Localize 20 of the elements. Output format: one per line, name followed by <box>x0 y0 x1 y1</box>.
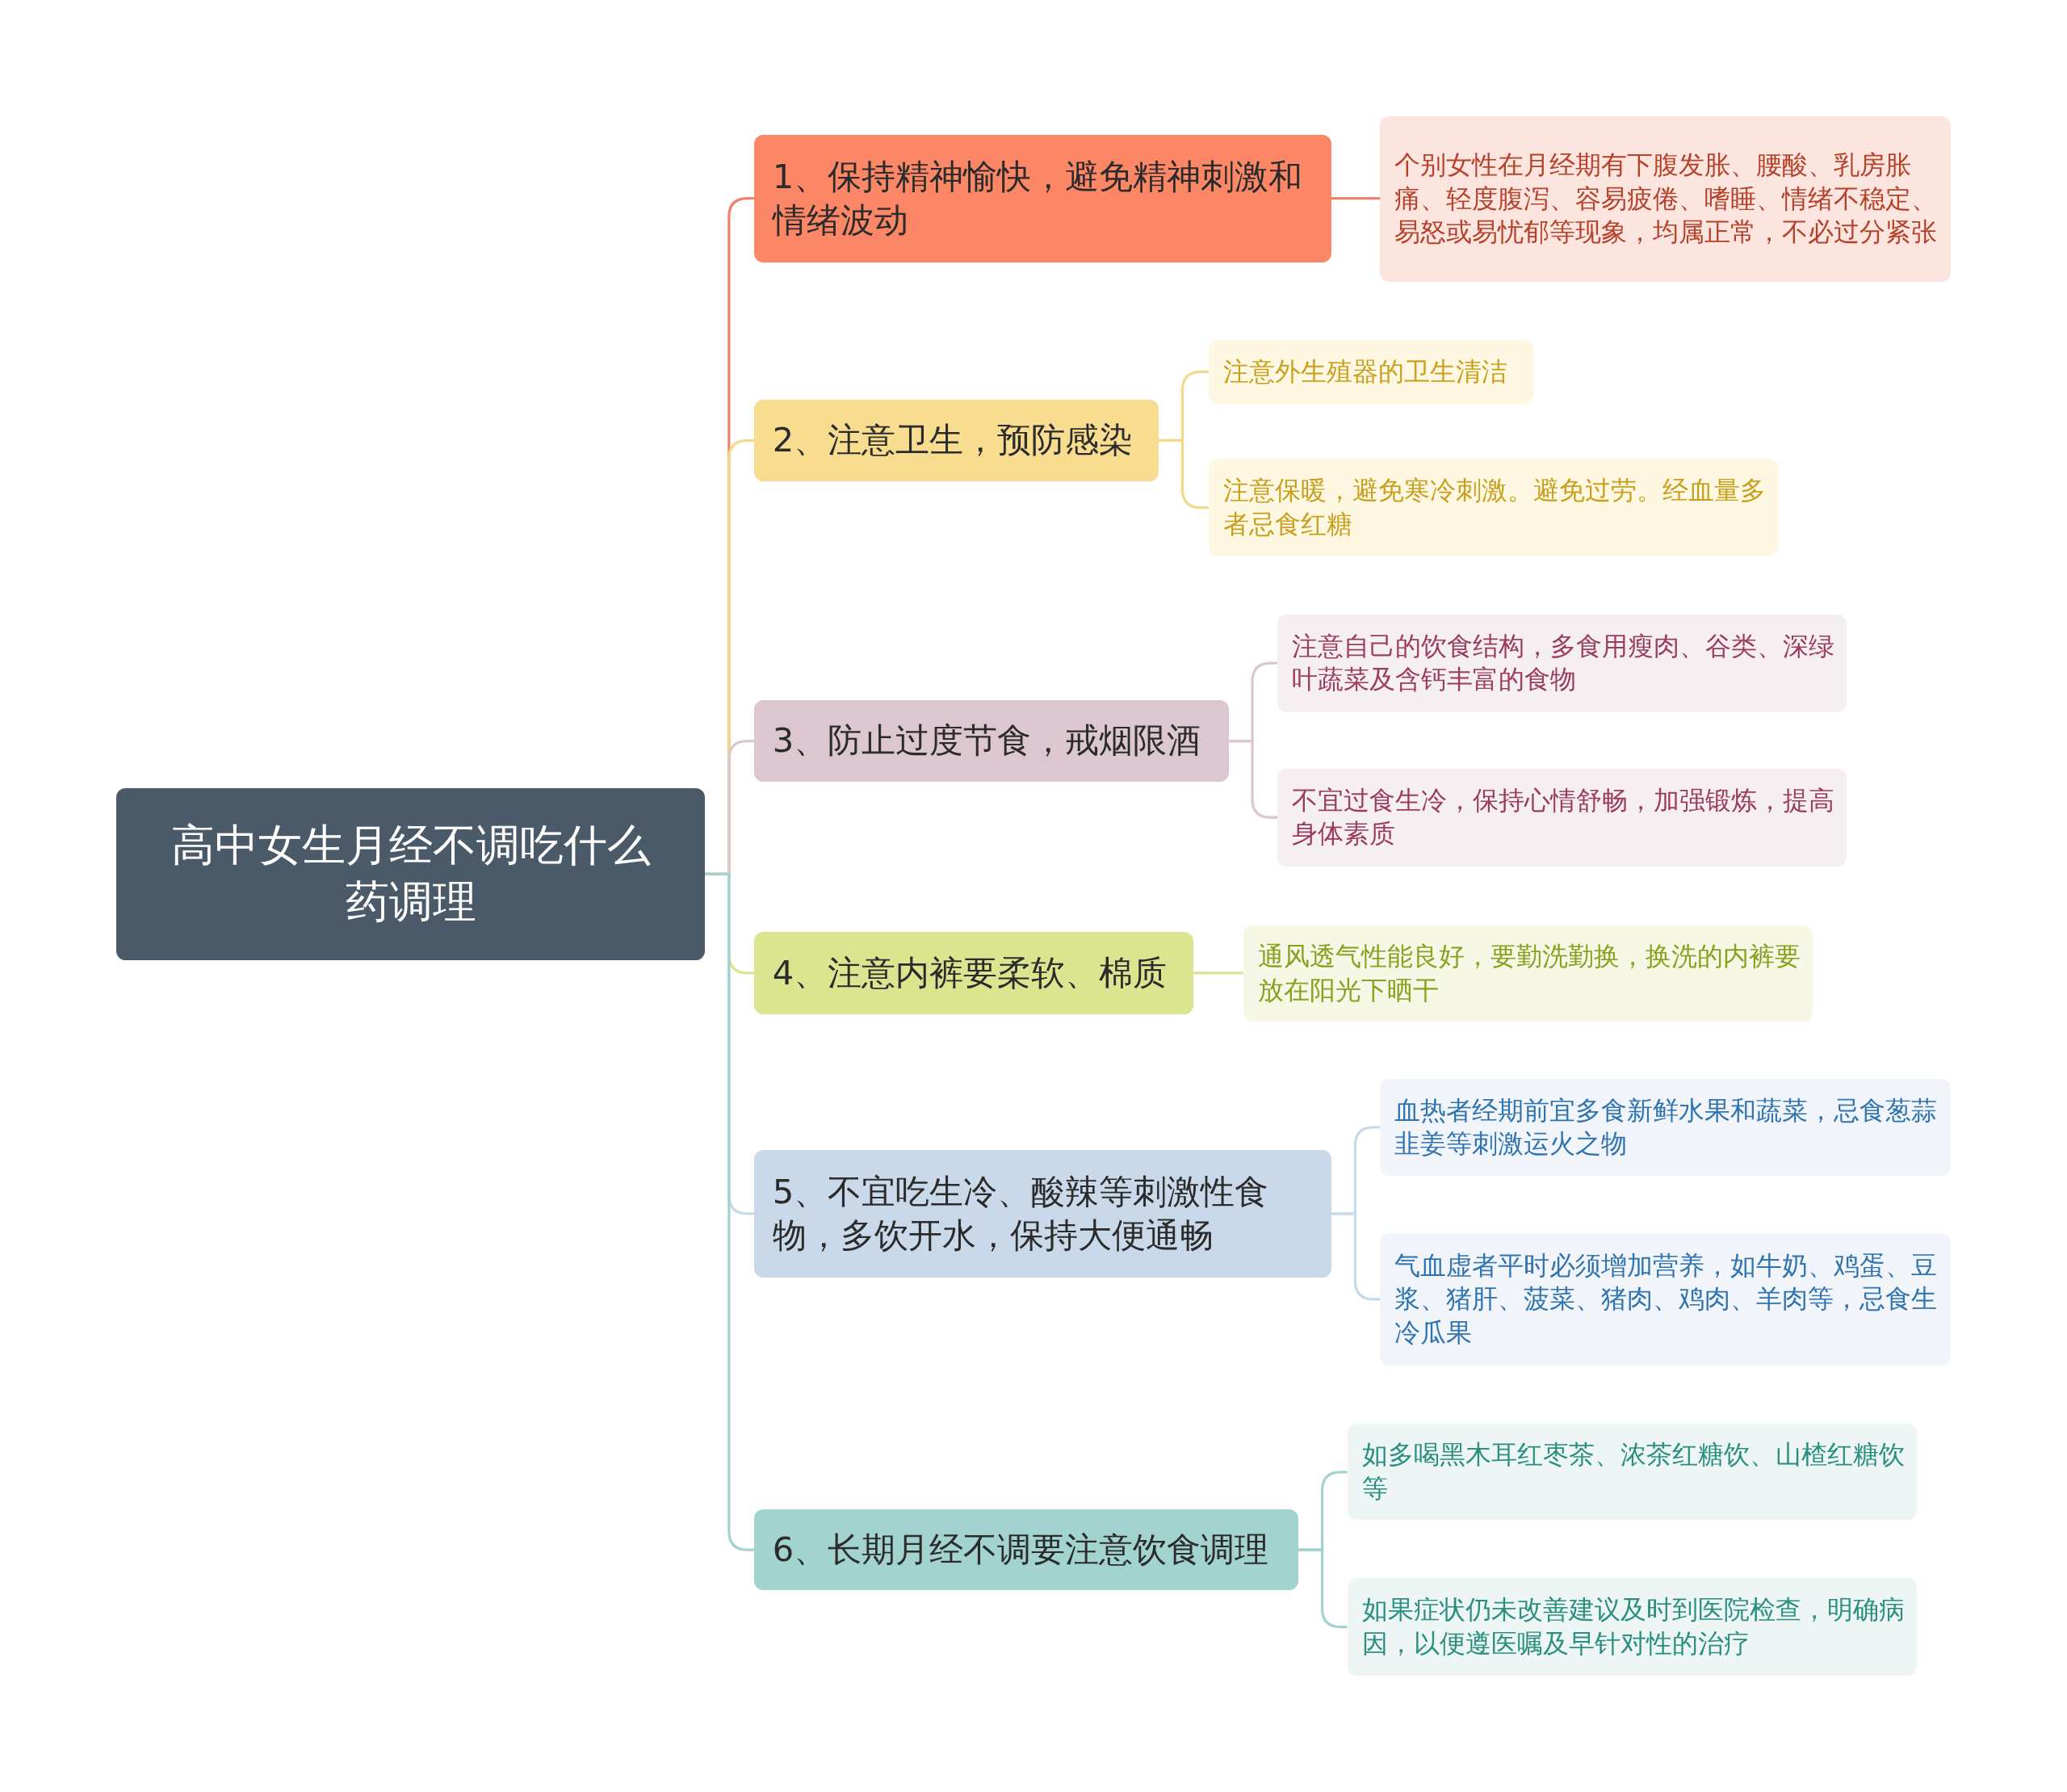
subtopic-box: 通风透气性能良好，要勤洗勤换，换洗的内裤要放在阳光下晒干 <box>1243 925 1813 1022</box>
subtopic-box: 个别女性在月经期有下腹发胀、腰酸、乳房胀痛、轻度腹泻、容易疲倦、嗜睡、情绪不稳定、易怒或易忧郁等现象，均属正常，不必过分紧张 <box>1380 115 1952 283</box>
subtopic-box: 注意外生殖器的卫生清洁 <box>1209 340 1533 404</box>
topic-box: 4、注意内裤要柔软、棉质 <box>753 932 1193 1014</box>
topic-box: 3、防止过度节食，戒烟限酒 <box>753 699 1229 783</box>
subtopic-box: 不宜过食生冷，保持心情舒畅，加强锻炼，提高身体素质 <box>1277 768 1847 867</box>
subtopic-box: 如多喝黑木耳红枣茶、浓茶红糖饮、山楂红糖饮等 <box>1347 1424 1917 1521</box>
subtopic-box: 注意自己的饮食结构，多食用瘦肉、谷类、深绿叶蔬菜及含钙丰富的食物 <box>1277 614 1847 712</box>
subtopic-box: 血热者经期前宜多食新鲜水果和蔬菜，忌食葱蒜韭姜等刺激运火之物 <box>1380 1078 1952 1177</box>
subtopic-box: 如果症状仍未改善建议及时到医院检查，明确病因，以便遵医嘱及早针对性的治疗 <box>1347 1578 1917 1677</box>
topic-box: 6、长期月经不调要注意饮食调理 <box>753 1509 1299 1590</box>
central-topic-box: 高中女生月经不调吃什么药调理 <box>115 788 706 960</box>
topic-box: 1、保持精神愉快，避免精神刺激和情绪波动 <box>753 134 1331 262</box>
topic-box: 2、注意卫生，预防感染 <box>753 399 1159 481</box>
subtopic-box: 气血虚者平时必须增加营养，如牛奶、鸡蛋、豆浆、猪肝、菠菜、猪肉、鸡肉、羊肉等，忌食生冷瓜果 <box>1380 1232 1952 1366</box>
subtopic-box: 注意保暖，避免寒冷刺激。避免过劳。经血量多者忌食红糖 <box>1209 459 1779 556</box>
connector-line <box>1331 1212 1381 1301</box>
connector-line <box>1193 972 1243 975</box>
connector-line <box>1331 197 1381 200</box>
topic-box: 5、不宜吃生冷、酸辣等刺激性食物，多饮开水，保持大便通畅 <box>753 1149 1331 1278</box>
